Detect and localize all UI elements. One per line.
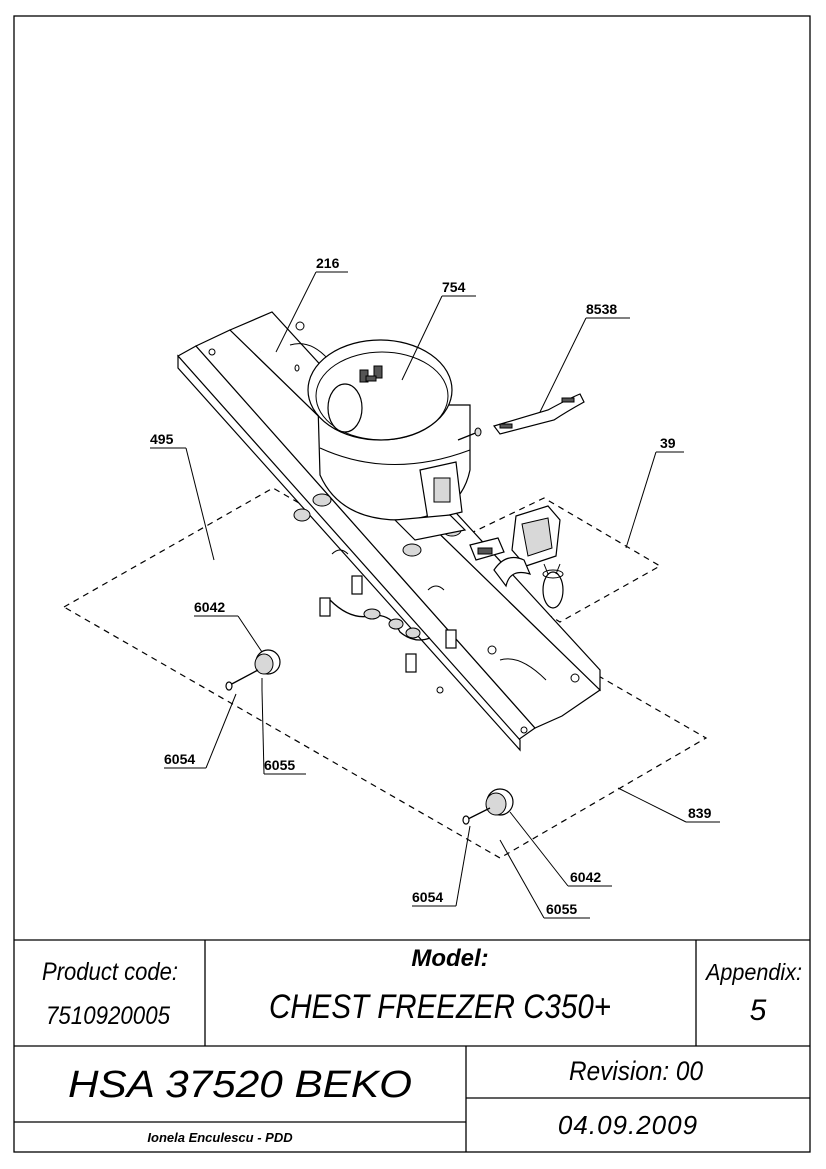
- product-code-label: Product code:: [42, 958, 178, 986]
- svg-text:6042: 6042: [194, 599, 225, 615]
- appendix-value: 5: [750, 994, 767, 1027]
- compressor-754: [293, 339, 482, 557]
- svg-text:754: 754: [442, 279, 466, 295]
- bracket-8538: [493, 393, 585, 435]
- callout-6055-left: 6055: [261, 689, 306, 775]
- assembly-outline-839: [62, 487, 708, 859]
- exploded-view: 216 754 8538 495 39 6042: [62, 255, 720, 919]
- model-value: CHEST FREEZER C350+: [269, 988, 611, 1026]
- svg-text:6054: 6054: [412, 889, 443, 905]
- foot-assembly-right: [462, 788, 514, 825]
- callout-39: 39: [625, 435, 684, 549]
- author: Ionela Enculescu - PDD: [147, 1130, 293, 1145]
- product-code-value: 7510920005: [46, 1002, 170, 1030]
- callout-495: 495: [150, 431, 215, 561]
- svg-text:39: 39: [660, 435, 676, 451]
- callout-839: 839: [617, 787, 720, 823]
- svg-text:6055: 6055: [264, 757, 295, 773]
- revision: Revision: 00: [569, 1056, 703, 1086]
- callout-6054-right: 6054: [412, 825, 471, 907]
- callout-216: 216: [275, 255, 348, 353]
- sheet-border: [13, 15, 811, 1153]
- callout-6054-left: 6054: [164, 693, 237, 769]
- callout-8538: 8538: [539, 301, 630, 413]
- electrical-group-39: [469, 505, 564, 609]
- model-label: Model:: [411, 945, 488, 972]
- svg-text:839: 839: [688, 805, 712, 821]
- document-title: HSA 37520 BEKO: [68, 1064, 412, 1106]
- svg-text:6055: 6055: [546, 901, 577, 917]
- svg-text:6042: 6042: [570, 869, 601, 885]
- foot-assembly-left: [225, 649, 281, 691]
- rod-216: [259, 350, 300, 372]
- appendix-label: Appendix:: [704, 959, 802, 985]
- svg-text:495: 495: [150, 431, 174, 447]
- svg-text:6054: 6054: [164, 751, 195, 767]
- svg-text:216: 216: [316, 255, 340, 271]
- date: 04.09.2009: [558, 1110, 698, 1140]
- callout-6055-right: 6055: [499, 839, 590, 919]
- title-block: Product code: 7510920005 Model: CHEST FR…: [14, 939, 810, 1152]
- callout-754: 754: [401, 279, 476, 381]
- callout-6042-right: 6042: [509, 811, 612, 887]
- callout-6042-left: 6042: [194, 599, 263, 653]
- svg-text:8538: 8538: [586, 301, 617, 317]
- tubing: [329, 599, 431, 641]
